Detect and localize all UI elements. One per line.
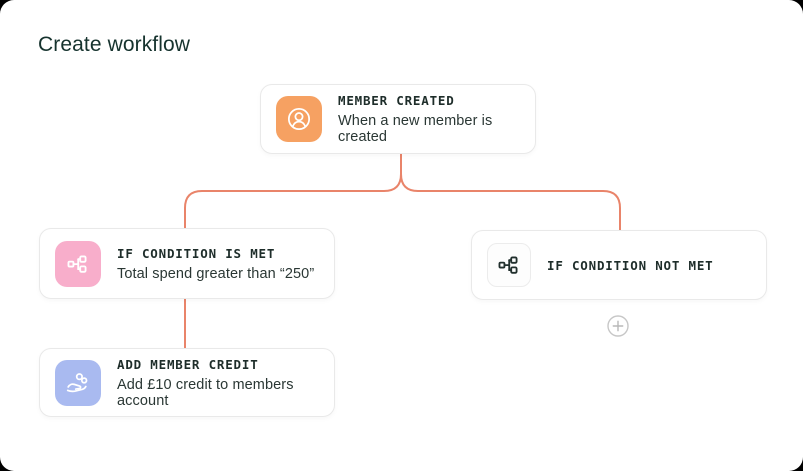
node-title: IF CONDITION NOT MET	[547, 257, 714, 273]
branch-icon	[55, 240, 101, 287]
node-text: IF CONDITION NOT MET	[547, 258, 714, 273]
node-title: MEMBER CREATED	[338, 93, 455, 108]
node-text: IF CONDITION IS MET Total spend greater …	[117, 246, 314, 282]
node-member-created[interactable]: MEMBER CREATED When a new member is crea…	[260, 84, 536, 154]
node-condition-not-met[interactable]: IF CONDITION NOT MET	[471, 230, 767, 300]
node-text: ADD MEMBER CREDIT Add £10 credit to memb…	[117, 357, 319, 409]
node-subtitle: Add £10 credit to members account	[117, 376, 294, 409]
node-add-member-credit[interactable]: ADD MEMBER CREDIT Add £10 credit to memb…	[39, 348, 335, 417]
connector-left-branch	[184, 153, 402, 229]
node-subtitle: When a new member is created	[338, 113, 493, 145]
node-title: IF CONDITION IS MET	[117, 245, 276, 261]
plus-icon	[607, 315, 629, 337]
connector-right-branch	[400, 153, 621, 231]
node-text: MEMBER CREATED When a new member is crea…	[338, 93, 520, 145]
hand-coins-icon	[55, 359, 101, 406]
node-subtitle: Total spend greater than “250”	[117, 265, 315, 282]
branch-icon	[487, 243, 531, 287]
node-title: ADD MEMBER CREDIT	[117, 356, 259, 372]
page-title: Create workflow	[38, 33, 191, 56]
add-node-button[interactable]	[606, 314, 630, 338]
user-circle-icon	[276, 96, 322, 142]
node-condition-met[interactable]: IF CONDITION IS MET Total spend greater …	[39, 228, 335, 299]
